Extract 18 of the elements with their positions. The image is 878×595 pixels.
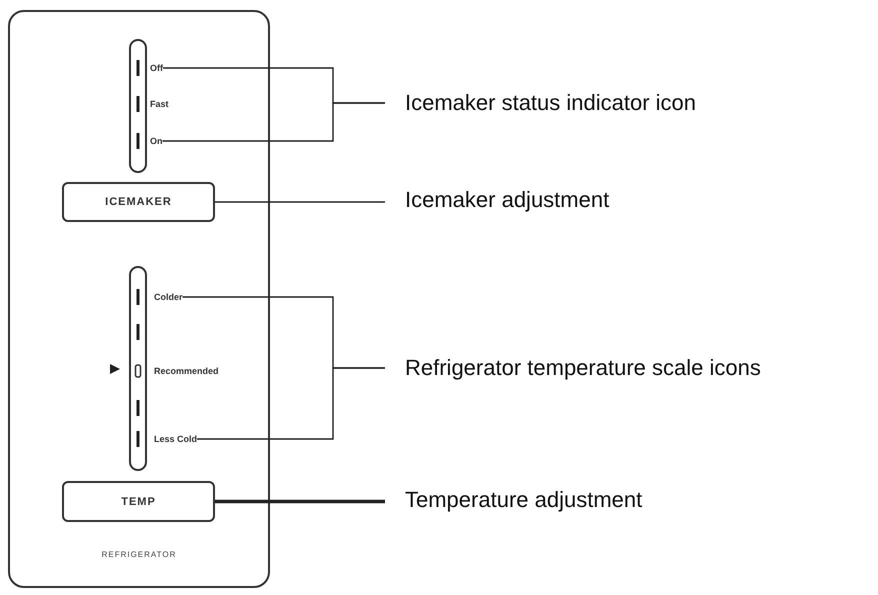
indicator-label: Recommended bbox=[154, 365, 219, 377]
leader-line bbox=[215, 201, 385, 203]
icemaker-button: ICEMAKER bbox=[62, 182, 215, 222]
indicator-label: Colder bbox=[154, 291, 183, 303]
panel-caption: REFRIGERATOR bbox=[100, 550, 178, 559]
callout-text: Icemaker adjustment bbox=[405, 187, 705, 213]
leader-line bbox=[197, 367, 385, 440]
indicator-label: Off bbox=[150, 62, 163, 74]
indicator-label: On bbox=[150, 135, 162, 147]
leader-line bbox=[215, 500, 385, 504]
callout-text: Refrigerator temperature scale icons bbox=[405, 355, 875, 381]
indicator-label: Fast bbox=[150, 98, 169, 110]
callout-text: Temperature adjustment bbox=[405, 487, 735, 513]
temp-button: TEMP bbox=[62, 481, 215, 522]
control-panel bbox=[8, 10, 270, 588]
indicator-label: Less Cold bbox=[154, 433, 198, 445]
callout-text: Icemaker status indicator icon bbox=[405, 90, 825, 116]
leader-line bbox=[162, 102, 385, 142]
